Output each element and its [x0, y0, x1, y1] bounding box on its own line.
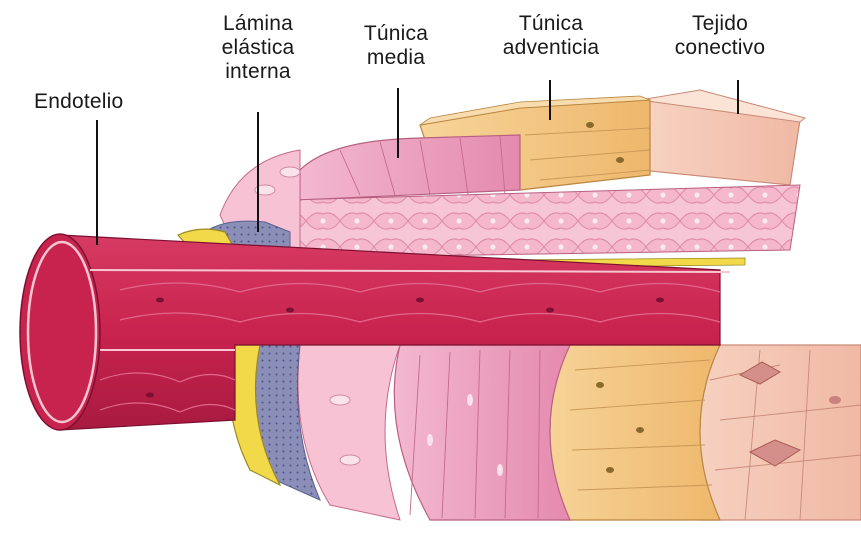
label-media-line2: media	[348, 46, 444, 70]
label-media-line1: Túnica	[348, 22, 444, 46]
label-tunica-media: Túnica media	[348, 22, 444, 70]
label-tejido-conectivo: Tejido conectivo	[660, 12, 780, 60]
label-lamina-line2: elástica	[208, 36, 308, 60]
label-tejido-line1: Tejido	[660, 12, 780, 36]
label-tejido-line2: conectivo	[660, 36, 780, 60]
label-tunica-adventicia: Túnica adventicia	[493, 12, 609, 60]
label-lamina-line1: Lámina	[208, 12, 308, 36]
label-endotelio-text: Endotelio	[34, 90, 123, 114]
label-lamina-line3: interna	[208, 60, 308, 84]
label-adventicia-line1: Túnica	[493, 12, 609, 36]
label-lamina-elastica-interna: Lámina elástica interna	[208, 12, 308, 84]
label-adventicia-line2: adventicia	[493, 36, 609, 60]
label-endotelio: Endotelio	[34, 90, 123, 114]
